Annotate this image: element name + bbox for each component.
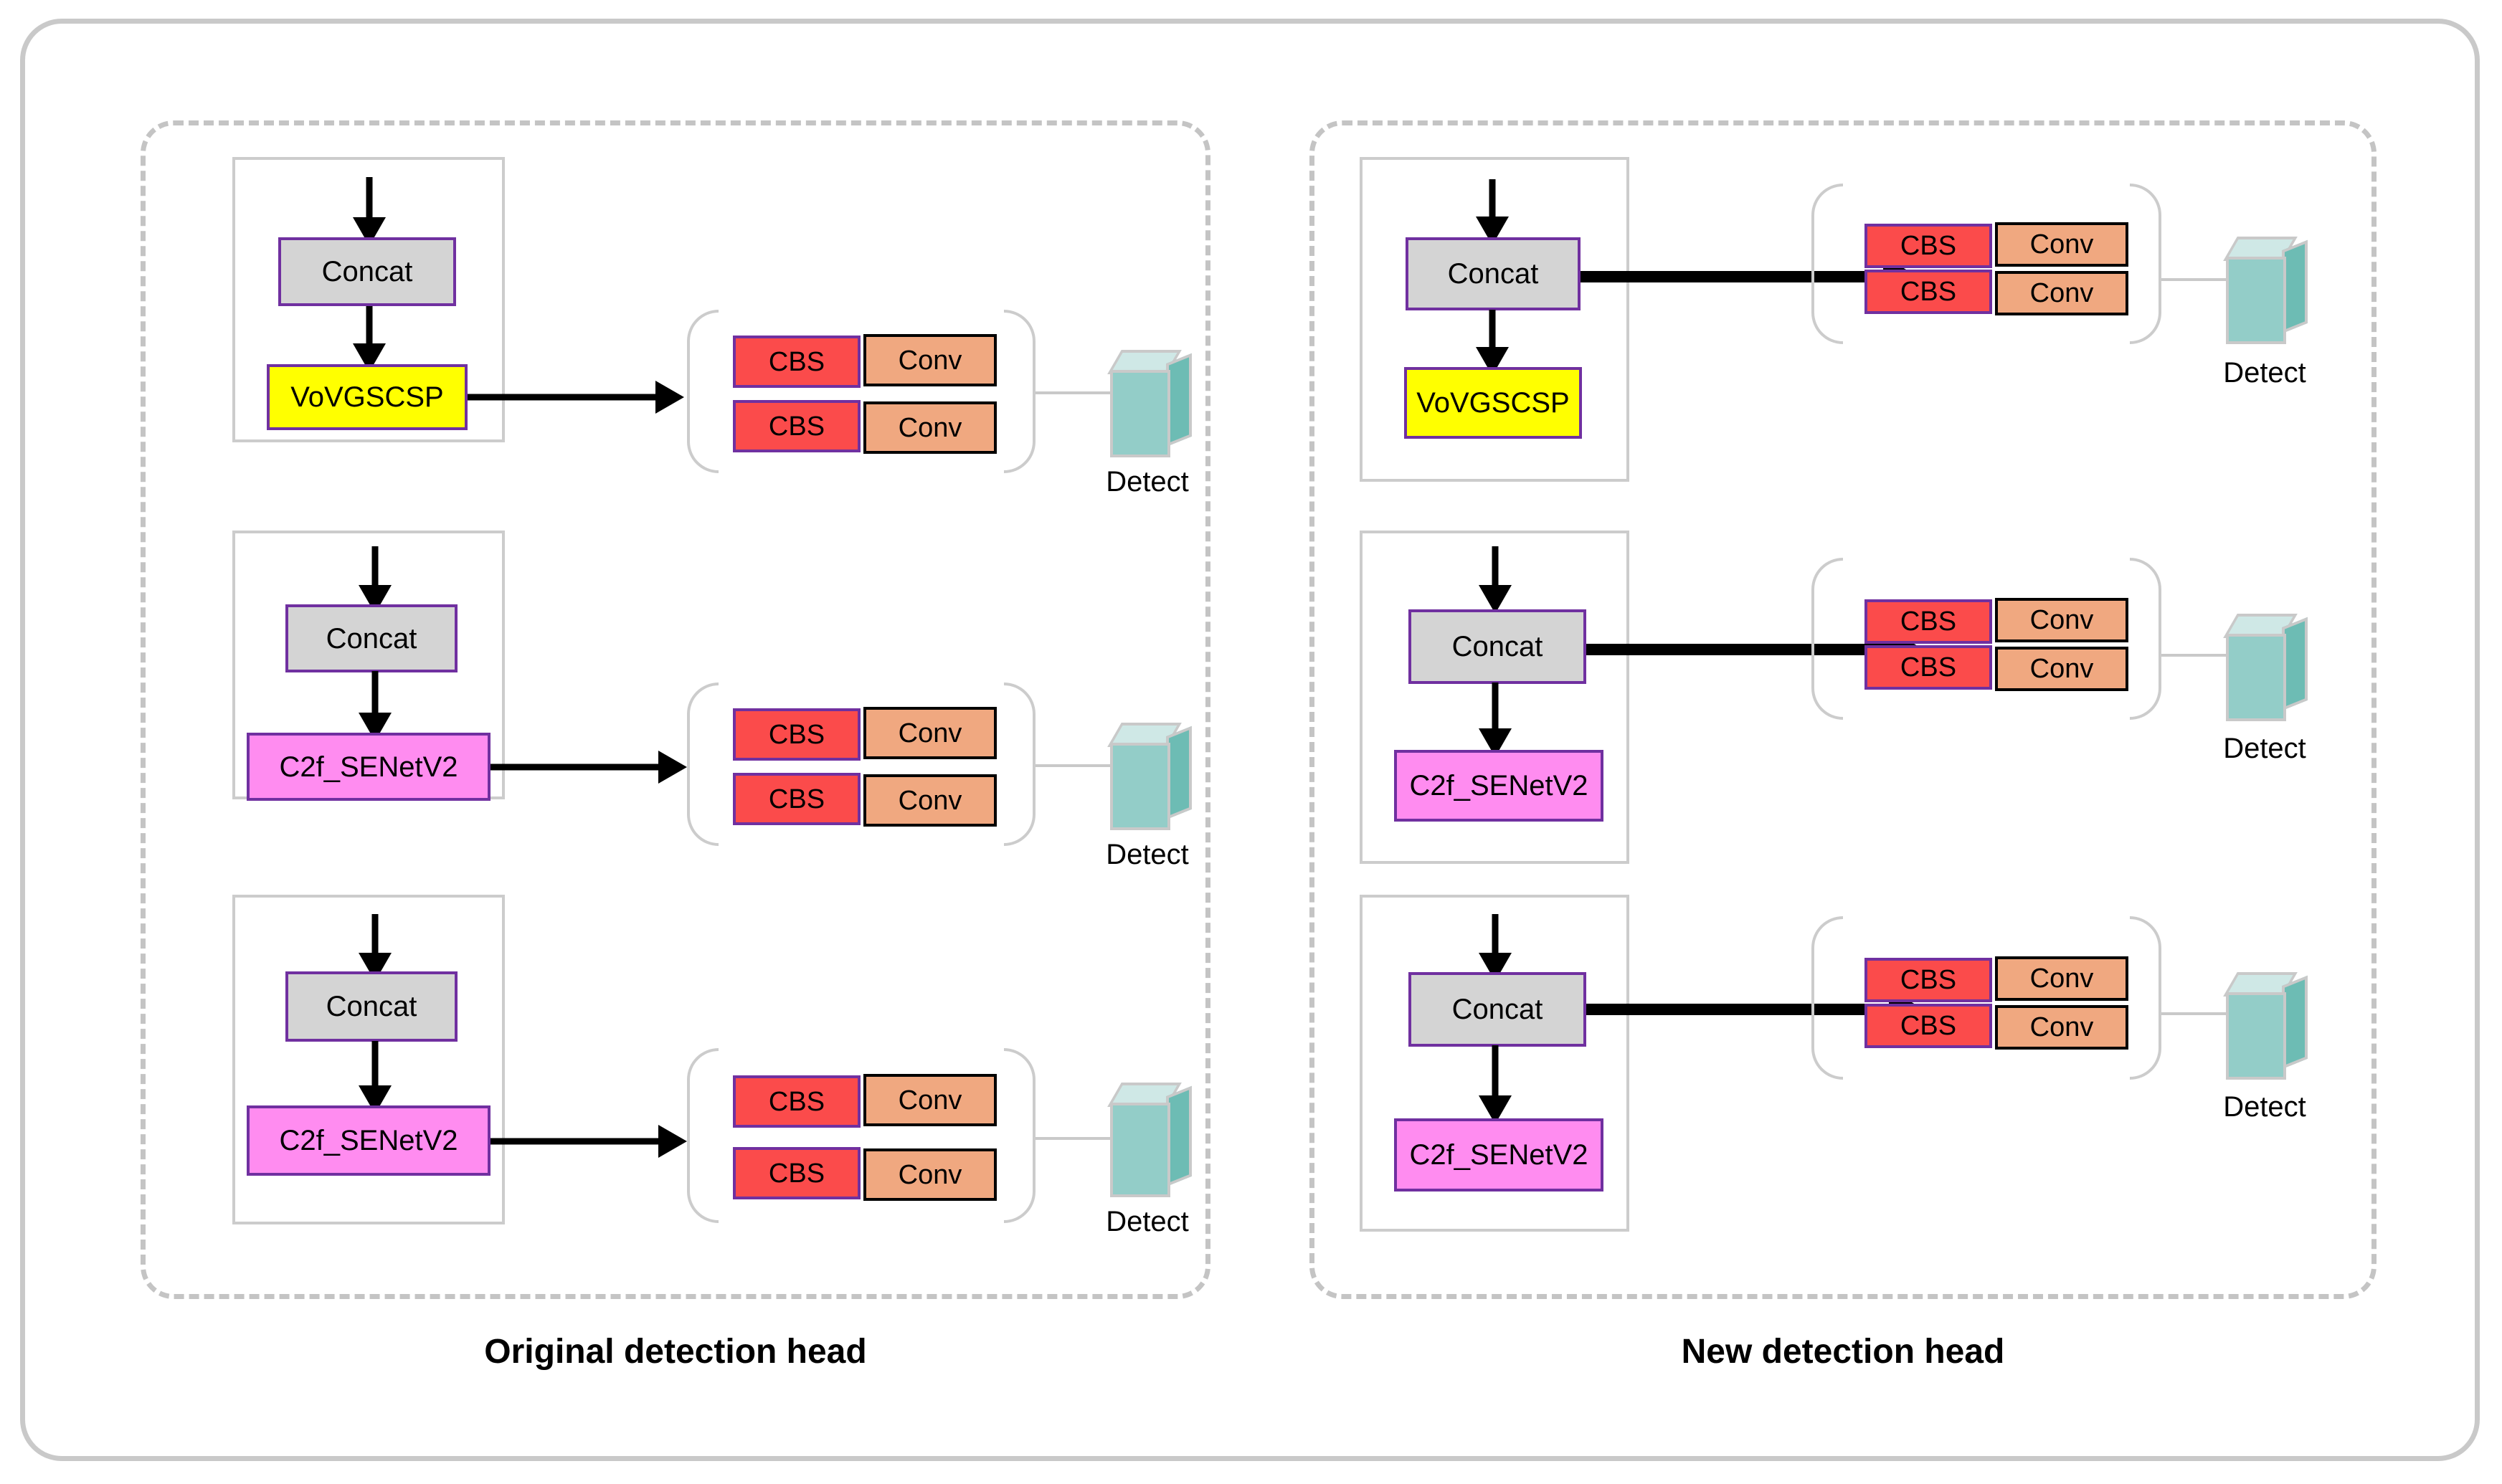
new-branch-3-input-arrow xyxy=(1479,914,1512,981)
original-head-panel xyxy=(141,120,1210,1299)
original-branch-3-detect-cube xyxy=(1107,1083,1196,1197)
original-branch-2-connector xyxy=(1036,764,1113,767)
original-branch-1-to-head-arrow xyxy=(468,380,684,414)
new-branch-2-c2f-senetv2[interactable]: C2f_SENetV2 xyxy=(1394,750,1603,822)
original-branch-3-connector xyxy=(1036,1137,1113,1140)
new-branch-1-concat[interactable]: Concat xyxy=(1406,237,1581,310)
original-branch-2-conv-1[interactable]: Conv xyxy=(863,707,997,759)
original-branch-1-detect-label: Detect xyxy=(1106,466,1189,498)
new-branch-1-vovgscsp[interactable]: VoVGSCSP xyxy=(1404,367,1582,439)
original-branch-3-brace-left xyxy=(687,1048,719,1223)
new-head-panel xyxy=(1309,120,2377,1299)
new-branch-1-detect-cube xyxy=(2223,237,2312,344)
original-branch-1-connector xyxy=(1036,391,1113,394)
new-branch-3-concat-to-c2f-arrow xyxy=(1479,1045,1512,1124)
new-branch-3-cbs-1[interactable]: CBS xyxy=(1864,958,1992,1002)
new-branch-3-conv-2[interactable]: Conv xyxy=(1995,1005,2128,1050)
new-branch-1-concat-to-vov-arrow xyxy=(1476,310,1509,376)
new-branch-2-conv-2[interactable]: Conv xyxy=(1995,647,2128,691)
original-branch-1-concat-to-vov-arrow xyxy=(353,306,386,372)
new-branch-2-cbs-2[interactable]: CBS xyxy=(1864,645,1992,690)
new-branch-3-cbs-2[interactable]: CBS xyxy=(1864,1004,1992,1048)
original-branch-2-concat-to-c2f-arrow xyxy=(359,671,392,741)
original-branch-3-cbs-1[interactable]: CBS xyxy=(733,1075,861,1128)
new-branch-1-detect-label: Detect xyxy=(2223,357,2306,389)
new-branch-1-brace-left xyxy=(1811,184,1843,344)
new-branch-2-input-arrow xyxy=(1479,546,1512,614)
new-branch-2-cbs-1[interactable]: CBS xyxy=(1864,599,1992,644)
original-branch-2-brace-right xyxy=(1004,682,1036,846)
new-branch-2-concat[interactable]: Concat xyxy=(1408,609,1586,684)
original-branch-1-brace-left xyxy=(687,310,719,473)
original-branch-1-conv-2[interactable]: Conv xyxy=(863,401,997,454)
original-branch-2-conv-2[interactable]: Conv xyxy=(863,774,997,827)
new-branch-3-concat[interactable]: Concat xyxy=(1408,972,1586,1047)
new-branch-1-cbs-2[interactable]: CBS xyxy=(1864,270,1992,314)
outer-frame xyxy=(20,19,2480,1461)
original-branch-1-brace-right xyxy=(1004,310,1036,473)
new-branch-1-input-arrow xyxy=(1476,179,1509,245)
original-branch-1-cbs-1[interactable]: CBS xyxy=(733,336,861,388)
new-branch-3-brace-right xyxy=(2130,916,2161,1080)
original-branch-2-cbs-1[interactable]: CBS xyxy=(733,708,861,761)
new-branch-1-conv-2[interactable]: Conv xyxy=(1995,271,2128,315)
new-branch-1-conv-1[interactable]: Conv xyxy=(1995,222,2128,267)
original-branch-2-concat[interactable]: Concat xyxy=(285,604,458,672)
original-branch-3-detect-label: Detect xyxy=(1106,1206,1189,1237)
new-branch-2-connector xyxy=(2161,654,2230,657)
original-branch-2-detect-cube xyxy=(1107,723,1196,830)
new-branch-3-detect-label: Detect xyxy=(2223,1091,2306,1123)
original-branch-3-to-head-arrow xyxy=(491,1124,687,1159)
original-branch-3-brace-right xyxy=(1004,1048,1036,1223)
original-branch-3-concat-to-c2f-arrow xyxy=(359,1041,392,1114)
new-branch-1-connector xyxy=(2161,278,2230,281)
original-branch-2-c2f-senetv2[interactable]: C2f_SENetV2 xyxy=(247,733,491,801)
new-branch-2-concat-to-c2f-arrow xyxy=(1479,682,1512,757)
original-branch-2-input-arrow xyxy=(359,546,392,614)
original-branch-3-conv-1[interactable]: Conv xyxy=(863,1074,997,1126)
original-branch-1-detect-cube xyxy=(1107,350,1196,457)
original-branch-2-cbs-2[interactable]: CBS xyxy=(733,773,861,825)
original-branch-3-conv-2[interactable]: Conv xyxy=(863,1148,997,1201)
new-branch-3-c2f-senetv2[interactable]: C2f_SENetV2 xyxy=(1394,1118,1603,1192)
new-branch-2-brace-left xyxy=(1811,558,1843,720)
original-branch-1-cbs-2[interactable]: CBS xyxy=(733,400,861,452)
original-branch-3-c2f-senetv2[interactable]: C2f_SENetV2 xyxy=(247,1105,491,1176)
original-branch-1-concat[interactable]: Concat xyxy=(278,237,456,306)
new-branch-2-brace-right xyxy=(2130,558,2161,720)
new-branch-3-detect-cube xyxy=(2223,972,2312,1080)
original-branch-1-vovgscsp[interactable]: VoVGSCSP xyxy=(267,364,468,430)
original-branch-3-cbs-2[interactable]: CBS xyxy=(733,1147,861,1199)
original-head-caption: Original detection head xyxy=(484,1333,867,1371)
new-head-caption: New detection head xyxy=(1681,1333,2005,1371)
new-branch-2-conv-1[interactable]: Conv xyxy=(1995,598,2128,642)
new-branch-1-cbs-1[interactable]: CBS xyxy=(1864,224,1992,268)
original-branch-1-input-arrow xyxy=(353,177,386,246)
original-branch-2-to-head-arrow xyxy=(491,750,687,784)
new-branch-2-detect-cube xyxy=(2223,614,2312,721)
new-branch-1-brace-right xyxy=(2130,184,2161,344)
original-branch-3-concat[interactable]: Concat xyxy=(285,971,458,1042)
original-branch-2-detect-label: Detect xyxy=(1106,839,1189,870)
new-branch-2-detect-label: Detect xyxy=(2223,733,2306,764)
new-branch-3-brace-left xyxy=(1811,916,1843,1080)
original-branch-2-brace-left xyxy=(687,682,719,846)
new-branch-3-conv-1[interactable]: Conv xyxy=(1995,956,2128,1001)
new-branch-3-connector xyxy=(2161,1012,2230,1015)
original-branch-1-conv-1[interactable]: Conv xyxy=(863,334,997,386)
